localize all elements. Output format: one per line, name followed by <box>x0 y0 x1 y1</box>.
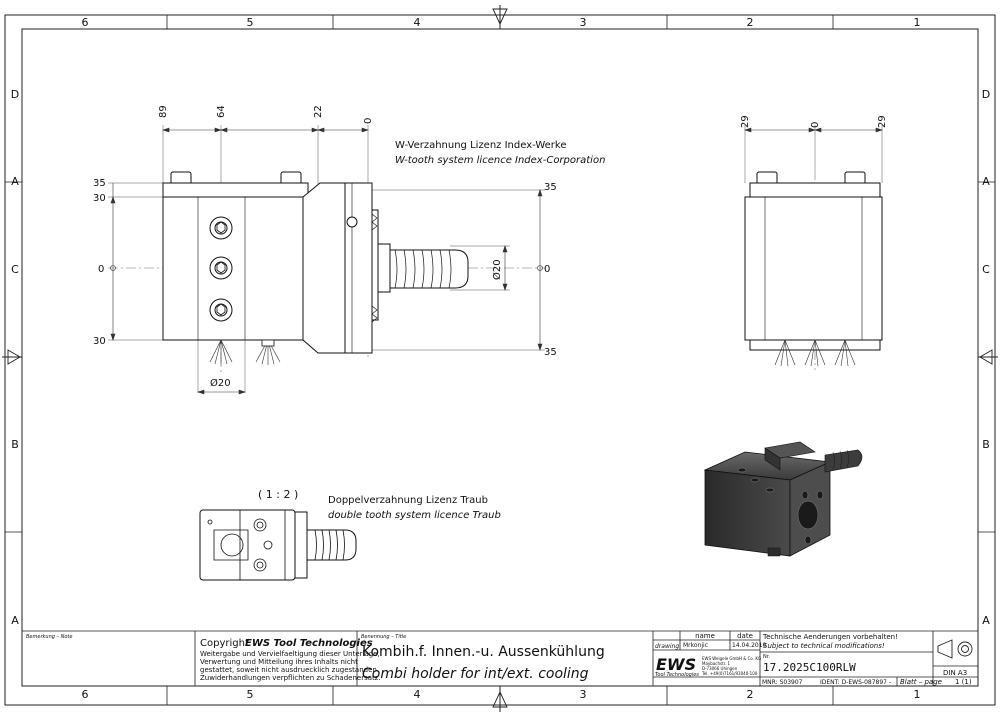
copyright-line: Verwertung und Mitteilung ihres Inhalts … <box>200 658 358 666</box>
note-traub-de: Doppelverzahnung Lizenz Traub <box>328 495 488 506</box>
detail-scale: ( 1 : 2 ) <box>258 488 298 501</box>
sheet-label: Blatt – page <box>900 678 942 686</box>
dim-left-35: 35 <box>93 178 106 189</box>
col-label-top: 3 <box>580 16 587 29</box>
row-label-right: C <box>982 263 990 276</box>
row-label-right: A <box>982 614 990 627</box>
side-view: 29 0 29 <box>740 115 888 370</box>
title-label: Benennung – Title <box>361 634 406 640</box>
col-label-top: 6 <box>82 16 89 29</box>
dim-right-35: 35 <box>544 182 557 193</box>
isometric-render <box>703 441 863 557</box>
drawing-label: drawing <box>655 643 679 650</box>
col-label-bottom: 2 <box>747 688 754 701</box>
edge-mark: A <box>11 175 19 188</box>
title-block <box>22 630 978 686</box>
row-label-right: B <box>982 438 990 451</box>
company-logo-sub: Tool Technologies <box>655 672 699 678</box>
col-label-top: 5 <box>247 16 254 29</box>
notice-de: Technische Aenderungen vorbehalten! <box>762 633 898 641</box>
company-line: Tel. +49(0)7161/93040-100 <box>701 671 758 676</box>
row-label-left: B <box>11 438 19 451</box>
col-label-top: 4 <box>414 16 421 29</box>
company-line: EWS Weigele GmbH & Co. KG <box>702 656 761 661</box>
header-date: date <box>737 632 753 640</box>
mnr: MNR: S03907 <box>762 679 803 686</box>
dim-right-35b: 35 <box>544 347 557 358</box>
dim-left-30b: 30 <box>93 336 106 347</box>
row-label-left: A <box>11 614 19 627</box>
dim-left-0: 0 <box>98 264 104 275</box>
col-label-bottom: 6 <box>82 688 89 701</box>
dim-89: 89 <box>158 105 169 118</box>
side-dim-29: 29 <box>740 115 751 128</box>
copyright-brand: EWS Tool Technologies <box>245 638 373 649</box>
sheet-value: 1 (1) <box>955 678 972 686</box>
company-line: D-73066 Uhingen <box>702 666 738 671</box>
notice-en: Subject to technical modifications! <box>763 642 885 650</box>
dim-64: 64 <box>216 105 227 118</box>
drawing-frame <box>2 5 998 712</box>
detail-view: ( 1 : 2 ) Doppelverzahnung Lizenz Traub … <box>199 488 501 581</box>
side-dim-29b: 29 <box>877 115 888 128</box>
copyright-line: Zuwiderhandlungen verpflichten zu Schade… <box>200 674 381 682</box>
drawing-name: Mrkonjic <box>683 642 708 649</box>
frame-labels: 6 5 4 3 2 1 6 5 4 3 2 1 D C B A D C B A … <box>11 16 990 701</box>
title-de: Kombih.f. Innen.-u. Aussenkühlung <box>362 644 605 660</box>
shank-diameter: Ø20 <box>491 259 503 280</box>
col-label-bottom: 4 <box>414 688 421 701</box>
ident: IDENT: D-EWS-087897 - <box>820 679 891 686</box>
col-label-bottom: 3 <box>580 688 587 701</box>
col-label-bottom: 1 <box>914 688 921 701</box>
copyright-prefix: Copyright <box>200 638 249 649</box>
remark-label: Bemerkung – Note <box>26 634 72 640</box>
company-line: Maybachstr. 1 <box>702 661 730 666</box>
dim-right-0: 0 <box>544 264 550 275</box>
front-view: 89 64 22 0 35 30 0 30 35 0 35 Ø20 Ø20 W-… <box>93 105 605 395</box>
title-block-symbol <box>937 639 973 659</box>
part-number: 17.2025C100RLW <box>763 661 856 674</box>
drawing-date: 14.04.2010 <box>732 642 767 649</box>
col-label-top: 1 <box>914 16 921 29</box>
edge-mark: A <box>982 175 990 188</box>
col-label-top: 2 <box>747 16 754 29</box>
nr-label: Nr. <box>763 654 770 660</box>
copyright-line: Weitergabe und Vervielfaeltigung dieser … <box>200 650 380 658</box>
dim-0: 0 <box>363 118 374 124</box>
note-w-tooth-en: W-tooth system licence Index-Corporation <box>395 155 605 166</box>
bore-diameter: Ø20 <box>210 377 231 389</box>
row-label-right: D <box>982 88 990 101</box>
paper-format: DIN A3 <box>943 669 967 677</box>
header-name: name <box>695 632 715 640</box>
dim-left-30: 30 <box>93 193 106 204</box>
company-logo: EWS <box>656 655 696 674</box>
title-en: Combi holder for int/ext. cooling <box>362 666 589 682</box>
row-label-left: C <box>11 263 19 276</box>
col-label-bottom: 5 <box>247 688 254 701</box>
note-traub-en: double tooth system licence Traub <box>328 510 501 521</box>
copyright-line: gestattet, soweit nicht ausdruecklich zu… <box>200 666 379 674</box>
dim-22: 22 <box>313 105 324 118</box>
side-dim-0: 0 <box>810 122 821 128</box>
note-w-tooth-de: W-Verzahnung Lizenz Index-Werke <box>395 140 567 151</box>
row-label-left: D <box>11 88 19 101</box>
